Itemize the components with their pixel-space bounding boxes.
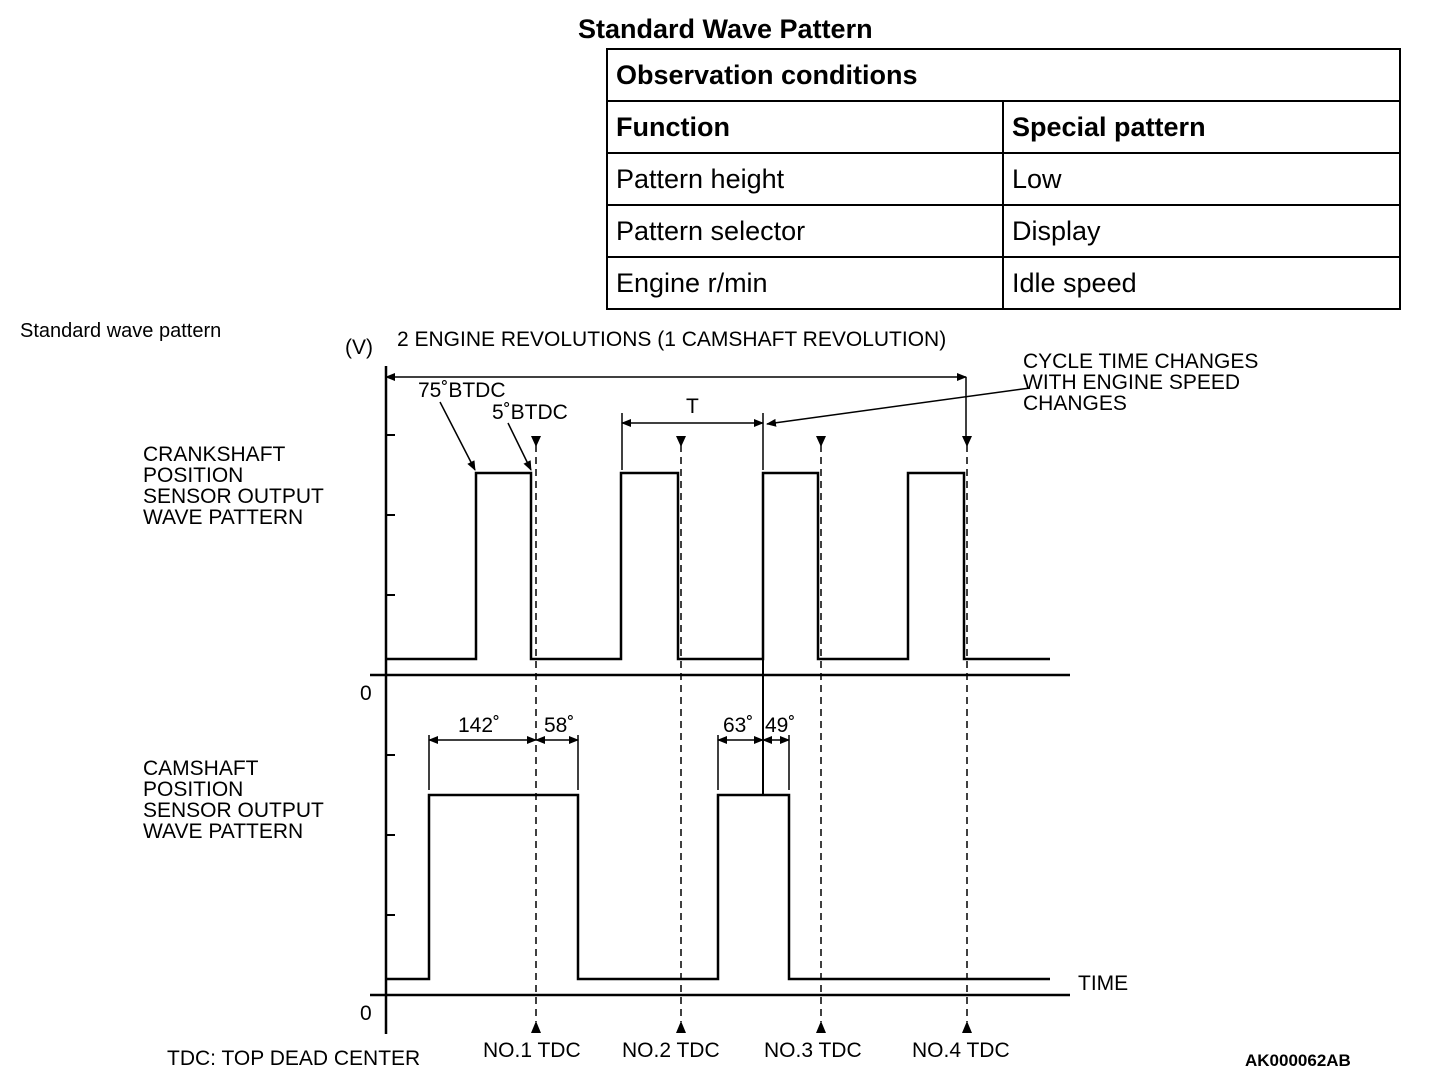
span-label: 2 ENGINE REVOLUTIONS (1 CAMSHAFT REVOLUT… (397, 328, 946, 351)
angle-142-label: 142˚ (458, 714, 500, 737)
table-row: Pattern selector Display (606, 204, 1401, 258)
table-cell: Pattern height (606, 152, 1004, 206)
angle-58-label: 58˚ (544, 714, 574, 737)
table-row: Engine r/min Idle speed (606, 256, 1401, 310)
cycle-note: CYCLE TIME CHANGES WITH ENGINE SPEED CHA… (1023, 350, 1264, 415)
y-unit-label: (V) (345, 336, 373, 359)
table-title: Observation conditions (606, 48, 1401, 102)
diagram-caption: Standard wave pattern (20, 320, 221, 342)
crankshaft-waveform (386, 471, 1050, 661)
time-axis-label: TIME (1078, 972, 1128, 995)
tdc-label-1: NO.1 TDC (483, 1039, 581, 1062)
zero-label-cam: 0 (360, 1002, 372, 1025)
page-heading: Standard Wave Pattern (578, 14, 873, 44)
table-title-row: Observation conditions (606, 48, 1401, 102)
table-header-row: Function Special pattern (606, 100, 1401, 154)
btdc-75-label: 75˚BTDC (418, 379, 506, 402)
y-ticks (386, 434, 395, 916)
angle-49-label: 49˚ (765, 714, 795, 737)
zero-label-crank: 0 (360, 682, 372, 705)
observation-conditions-table: Observation conditions Function Special … (606, 48, 1401, 310)
table-cell: Pattern selector (606, 204, 1004, 258)
angle-63-label: 63˚ (723, 714, 753, 737)
btdc-5-arrow (507, 422, 532, 471)
header-function: Function (606, 100, 1004, 154)
table-cell: Idle speed (1002, 256, 1401, 310)
cycle-note-arrow (766, 387, 1031, 427)
tdc-top-markers (531, 436, 972, 447)
cam-label: CAMSHAFT POSITION SENSOR OUTPUT WAVE PAT… (143, 757, 329, 843)
table-row: Pattern height Low (606, 152, 1401, 206)
figure-code: AK000062AB (1245, 1051, 1351, 1070)
table-cell: Low (1002, 152, 1401, 206)
header-special-pattern: Special pattern (1002, 100, 1401, 154)
btdc-75-arrow (439, 401, 476, 471)
tdc-legend: TDC: TOP DEAD CENTER (167, 1047, 420, 1070)
btdc-5-label: 5˚BTDC (492, 401, 568, 424)
period-label: T (686, 395, 699, 418)
camshaft-waveform (386, 793, 1050, 981)
tdc-dashed-lines (535, 445, 968, 1022)
tdc-bottom-markers (531, 1021, 972, 1033)
tdc-label-4: NO.4 TDC (912, 1039, 1010, 1062)
table-cell: Display (1002, 204, 1401, 258)
crank-label: CRANKSHAFT POSITION SENSOR OUTPUT WAVE P… (143, 443, 329, 529)
table-cell: Engine r/min (606, 256, 1004, 310)
tdc-label-3: NO.3 TDC (764, 1039, 862, 1062)
tdc-label-2: NO.2 TDC (622, 1039, 720, 1062)
